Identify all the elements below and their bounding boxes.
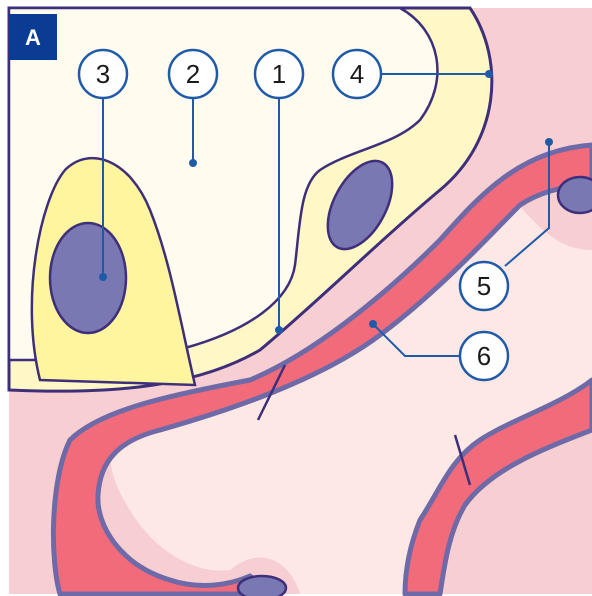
callout-5: 5: [460, 262, 508, 310]
callout-label: 3: [96, 59, 110, 89]
callout-label: 2: [186, 59, 200, 89]
leader-dot: [99, 273, 107, 281]
callout-2: 2: [169, 50, 217, 98]
panel-label-box: A: [9, 14, 57, 60]
leader-dot: [485, 70, 493, 78]
leader-dot: [369, 320, 377, 328]
callout-6: 6: [460, 332, 508, 380]
callout-4: 4: [333, 50, 381, 98]
leader-dot: [275, 326, 283, 334]
leader-dot: [545, 138, 553, 146]
callout-label: 5: [477, 271, 491, 301]
callout-1: 1: [255, 50, 303, 98]
callout-label: 4: [350, 59, 364, 89]
callout-label: 6: [477, 341, 491, 371]
endothelial-nucleus-bottom: [238, 576, 286, 596]
callout-3: 3: [79, 50, 127, 98]
callout-label: 1: [272, 59, 286, 89]
leader-dot: [189, 159, 197, 167]
left-cell-nucleus: [50, 223, 126, 333]
panel-label: A: [25, 25, 41, 50]
endothelial-nucleus-right: [558, 177, 592, 213]
